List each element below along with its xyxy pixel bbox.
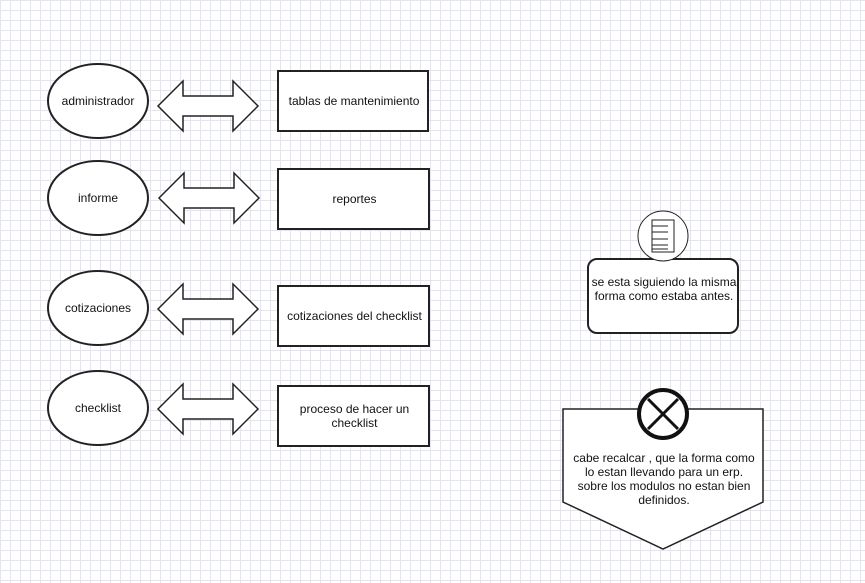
role-label-informe: informe	[77, 191, 118, 205]
role-label-checklist: checklist	[74, 401, 121, 415]
double-arrow-4	[156, 382, 260, 436]
module-box-3[interactable]	[277, 285, 430, 347]
module-label-3: cotizaciones del checklist	[287, 309, 422, 323]
role-ellipse-informe[interactable]	[47, 160, 149, 236]
module-box-2[interactable]	[277, 168, 430, 230]
double-arrow-2	[157, 171, 261, 225]
warning-shape[interactable]	[562, 408, 764, 550]
double-arrow-1	[156, 79, 260, 133]
module-label-2: reportes	[332, 192, 377, 206]
double-arrow-3	[156, 282, 260, 336]
document-icon	[637, 210, 689, 262]
role-ellipse-administrador[interactable]	[47, 63, 149, 139]
module-box-1[interactable]	[277, 70, 429, 132]
role-label-cotizaciones: cotizaciones	[64, 301, 132, 315]
role-label-administrador: administrador	[61, 94, 135, 108]
warning-text: cabe recalcar , que la forma como lo est…	[573, 451, 755, 507]
module-box-4[interactable]	[277, 385, 430, 447]
cancel-x-icon	[637, 388, 689, 440]
module-label-4: proceso de hacer un checklist	[299, 402, 410, 430]
role-ellipse-checklist[interactable]	[47, 370, 149, 446]
role-ellipse-cotizaciones[interactable]	[47, 270, 149, 346]
note-text: se esta siguiendo la misma forma como es…	[591, 275, 737, 303]
module-label-1: tablas de mantenimiento	[288, 94, 420, 108]
